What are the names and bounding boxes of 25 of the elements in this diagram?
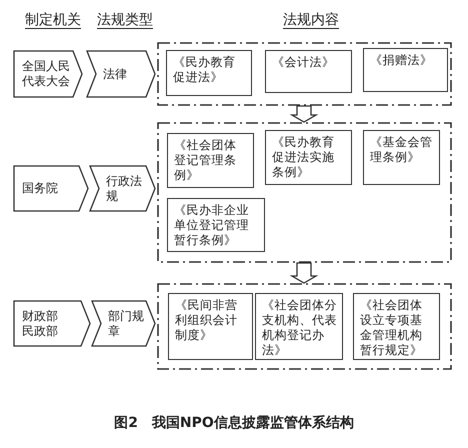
chevron-box: 部门规章 bbox=[91, 300, 156, 347]
law-box: 《民办教育促进法实施条例》 bbox=[265, 130, 352, 185]
dash-dot-frame bbox=[157, 283, 452, 370]
law-box: 《社会团体分支机构、代表机构登记办法》 bbox=[255, 293, 343, 360]
block-arrow bbox=[290, 262, 318, 284]
chevron-box: 国务院 bbox=[13, 165, 89, 212]
law-box: 《民间非营利组织会计制度》 bbox=[168, 293, 253, 360]
law-box: 《会计法》 bbox=[265, 50, 352, 93]
dash-dot-frame bbox=[157, 42, 452, 106]
block-arrow bbox=[290, 105, 318, 123]
law-box: 《民办非企业单位登记管理暂行条例》 bbox=[167, 198, 265, 252]
column-heading: 制定机关 bbox=[25, 12, 81, 29]
chevron-box: 财政部 民政部 bbox=[13, 300, 91, 347]
law-box: 《基金会管理条例》 bbox=[363, 130, 440, 185]
law-box: 《民办教育促进法》 bbox=[166, 50, 252, 96]
column-heading: 法规内容 bbox=[283, 12, 339, 29]
law-box: 《捐赠法》 bbox=[363, 48, 448, 92]
chevron-box: 行政法规 bbox=[89, 165, 156, 212]
chevron-box: 法律 bbox=[86, 50, 156, 98]
figure-caption: 图2 我国NPO信息披露监管体系结构 bbox=[113, 414, 355, 432]
law-box: 《社会团体登记管理条例》 bbox=[167, 133, 254, 188]
column-heading: 法规类型 bbox=[97, 12, 153, 29]
dash-dot-frame bbox=[157, 122, 452, 263]
law-box: 《社会团体设立专项基金管理机构暂行规定》 bbox=[353, 293, 440, 360]
chevron-box: 全国人民代表大会 bbox=[13, 50, 83, 98]
